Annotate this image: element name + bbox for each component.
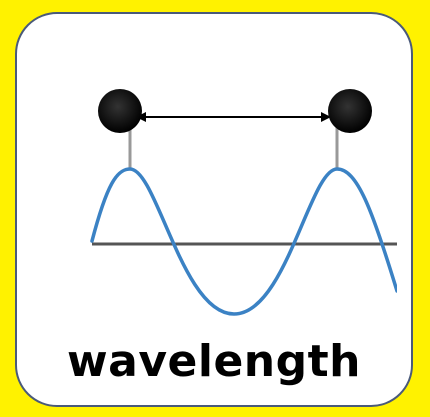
card-label: wavelength [17,336,411,387]
right-particle-icon [328,89,372,133]
sine-wave-icon [92,169,397,314]
wavelength-illustration [72,69,397,319]
double-arrow-icon [136,112,331,122]
wavelength-card: wavelength [15,12,413,407]
left-particle-icon [98,89,142,133]
